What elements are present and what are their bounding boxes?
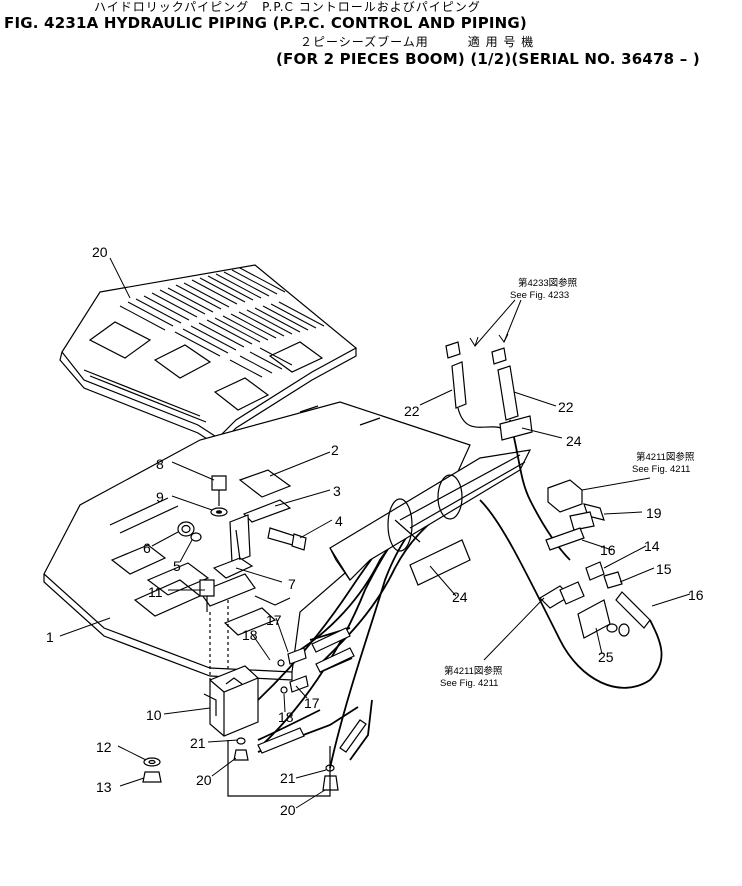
callout-18-upper: 18 bbox=[242, 627, 258, 643]
callout-16-right: 16 bbox=[688, 587, 704, 603]
bracket-25 bbox=[577, 599, 630, 639]
nuts-5-6 bbox=[177, 521, 202, 542]
callout-13: 13 bbox=[96, 779, 112, 795]
callout-3: 3 bbox=[333, 483, 341, 499]
callout-15: 15 bbox=[656, 561, 672, 577]
ppc-valve-10 bbox=[203, 600, 259, 737]
callout-22-left: 22 bbox=[404, 403, 420, 419]
floor-mat-23 bbox=[59, 264, 358, 447]
washer-nut-12-13 bbox=[142, 757, 162, 783]
callout-22-right: 22 bbox=[558, 399, 574, 415]
callout-9: 9 bbox=[156, 489, 164, 505]
serial-range: (FOR 2 PIECES BOOM) (1/2)(SERIAL NO. 364… bbox=[276, 50, 700, 68]
title-japanese: ハイドロリックパイピング P.P.C コントロールおよびパイピング bbox=[94, 0, 481, 14]
callout-20-right: 20 bbox=[280, 802, 296, 818]
callout-2: 2 bbox=[331, 442, 339, 458]
callout-11: 11 bbox=[148, 584, 163, 600]
callout-25: 25 bbox=[598, 649, 614, 665]
figure-title: FIG. 4231A HYDRAULIC PIPING (P.P.C. CONT… bbox=[4, 14, 527, 32]
callout-14: 14 bbox=[644, 538, 660, 554]
callout-23: 20 bbox=[92, 244, 108, 260]
callout-10: 10 bbox=[146, 707, 162, 723]
callout-20-left: 20 bbox=[196, 772, 212, 788]
valve-block-19 bbox=[545, 479, 605, 551]
subtitle-japanese: ２ピーシーズブーム用 適 用 号 機 bbox=[300, 35, 535, 49]
adapters-17-18 bbox=[257, 627, 367, 754]
callout-6: 6 bbox=[143, 540, 151, 556]
callout-21-right: 21 bbox=[280, 770, 296, 786]
callout-18-lower: 18 bbox=[278, 709, 294, 725]
ref-4211-upper-jp: 第4211図参照 bbox=[636, 451, 695, 463]
callout-4: 4 bbox=[335, 513, 343, 529]
fittings-14-15-16 bbox=[539, 561, 651, 629]
ref-4211-lower-jp: 第4211図参照 bbox=[444, 665, 503, 677]
callout-7: 7 bbox=[288, 576, 296, 592]
pipes-22 bbox=[445, 341, 533, 441]
callout-5: 5 bbox=[173, 558, 181, 574]
ref-4233-en: See Fig. 4233 bbox=[510, 290, 569, 301]
callout-12: 12 bbox=[96, 739, 112, 755]
callout-1: 1 bbox=[46, 629, 54, 645]
cross-references: 第4233図参照 See Fig. 4233 第4211図参照 See Fig.… bbox=[440, 277, 695, 689]
ref-4211-lower-en: See Fig. 4211 bbox=[440, 678, 498, 689]
callout-17-lower: 17 bbox=[304, 695, 320, 711]
callout-17-upper: 17 bbox=[266, 612, 282, 628]
fittings-20-21 bbox=[227, 737, 339, 797]
return-hose bbox=[479, 419, 663, 689]
callout-24-lower: 24 bbox=[452, 589, 468, 605]
callout-19: 19 bbox=[646, 505, 662, 521]
ref-4211-upper-en: See Fig. 4211 bbox=[632, 464, 690, 475]
callout-labels: 20 2 3 4 8 9 6 5 7 11 1 18 17 17 18 10 2… bbox=[46, 244, 704, 818]
leader-lines bbox=[59, 257, 691, 809]
callout-16-left: 16 bbox=[600, 542, 616, 558]
ref-4233-jp: 第4233図参照 bbox=[518, 277, 578, 289]
callout-21-left: 21 bbox=[190, 735, 206, 751]
callout-8: 8 bbox=[156, 456, 164, 472]
control-pedal-assembly bbox=[199, 469, 307, 612]
callout-24-upper: 24 bbox=[566, 433, 582, 449]
